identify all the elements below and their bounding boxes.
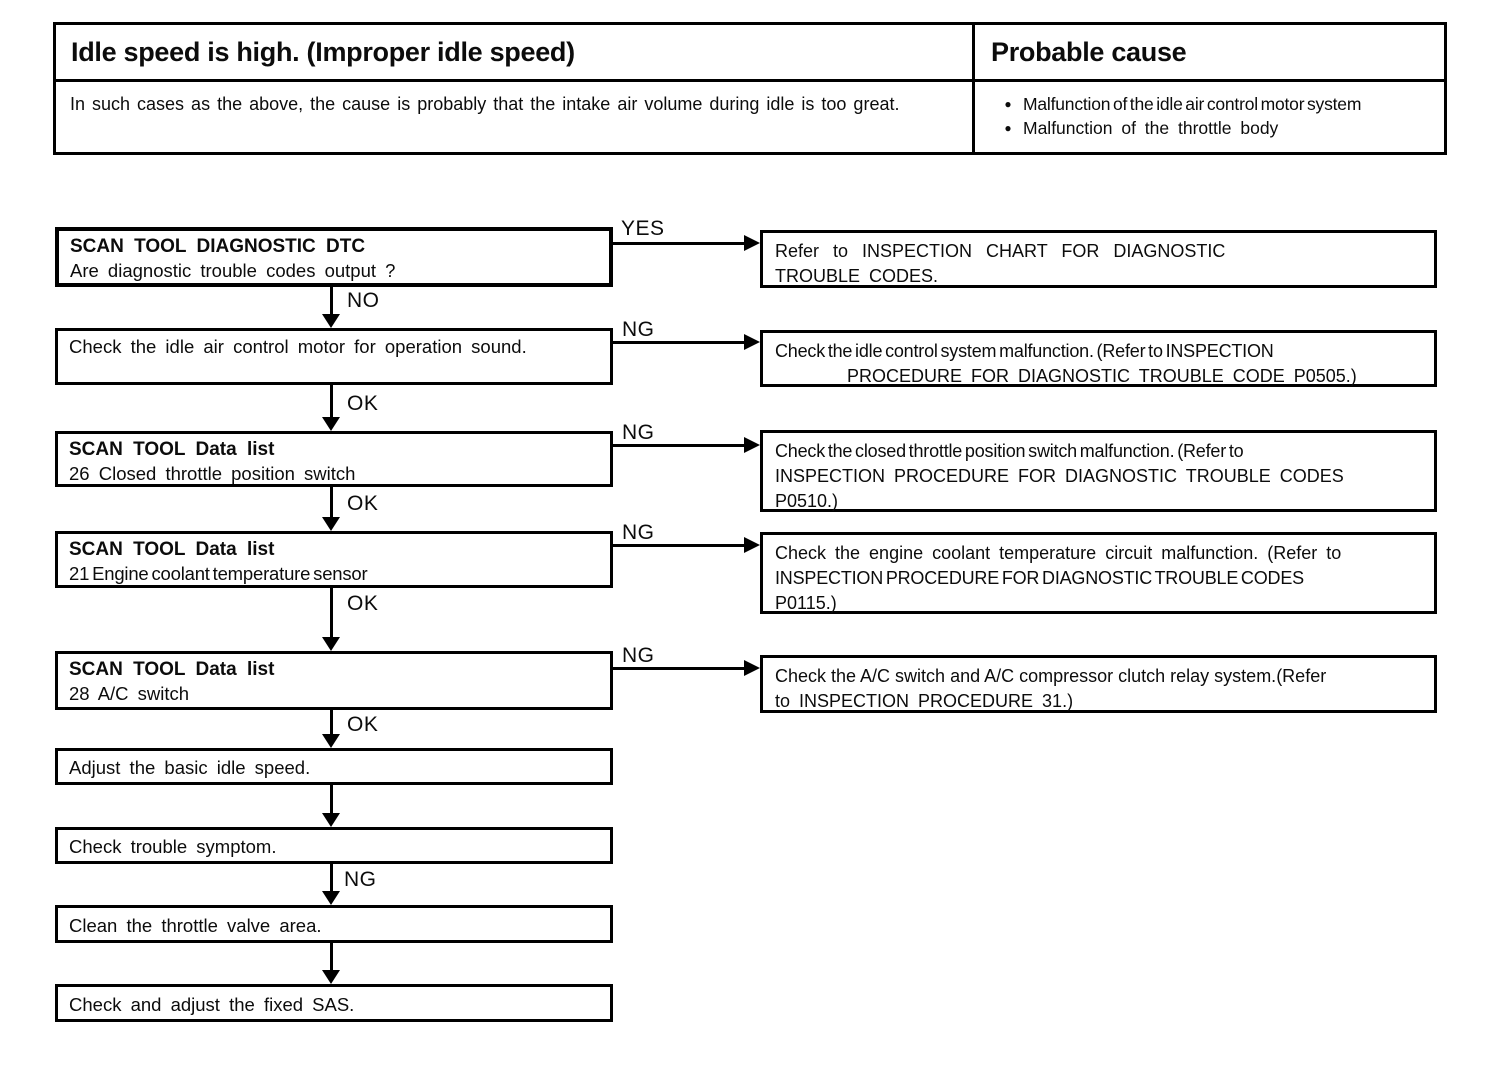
down-connector-line [330,287,333,316]
down-arrow-icon [322,517,340,531]
step-text: Adjust the basic idle speed. [69,757,311,778]
result-line: Check the A/C switch and A/C compressor … [775,666,1327,686]
step-text: Check trouble symptom. [69,836,277,857]
step-clean-throttle-valve: Clean the throttle valve area. [55,905,613,943]
symptom-description: In such cases as the above, the cause is… [56,82,975,152]
step-title: SCAN TOOL Data list [69,539,275,560]
down-arrow-icon [322,314,340,328]
down-connector-line [330,487,333,518]
result-line: INSPECTION PROCEDURE FOR DIAGNOSTIC TROU… [775,568,1304,588]
step-check-trouble-symptom: Check trouble symptom. [55,827,613,864]
branch-label-ok: OK [347,392,379,415]
step-text: Check the idle air control motor for ope… [69,336,527,357]
down-arrow-icon [322,891,340,905]
step-text: 21 Engine coolant temperature sensor [69,563,368,584]
step-title: SCAN TOOL DIAGNOSTIC DTC [70,236,366,257]
right-arrow-icon [744,235,760,251]
branch-label-ng: NG [344,868,377,891]
result-ac-switch-relay: Check the A/C switch and A/C compressor … [760,655,1437,713]
step-text: Clean the throttle valve area. [69,915,322,936]
branch-label-ok: OK [347,592,379,615]
probable-cause-heading: Probable cause [975,25,1444,82]
down-connector-line [330,710,333,735]
right-connector-line [613,242,746,245]
symptom-title: Idle speed is high. (Improper idle speed… [56,25,975,82]
step-text: Check and adjust the fixed SAS. [69,994,355,1015]
down-connector-line [330,864,333,892]
right-arrow-icon [744,334,760,350]
down-arrow-icon [322,734,340,748]
result-line: Check the closed throttle position switc… [775,441,1244,461]
result-line: TROUBLE CODES. [775,266,939,286]
probable-cause-text: Malfunction of the throttle body [1023,118,1279,138]
result-line: INSPECTION PROCEDURE FOR DIAGNOSTIC TROU… [775,466,1344,486]
branch-label-no: NO [347,289,380,312]
down-connector-line [330,385,333,418]
step-adjust-basic-idle-speed: Adjust the basic idle speed. [55,748,613,785]
result-coolant-temp-p0115: Check the engine coolant temperature cir… [760,532,1437,614]
right-arrow-icon [744,437,760,453]
right-connector-line [613,544,746,547]
result-line: P0510.) [775,491,839,511]
step-title: SCAN TOOL Data list [69,659,275,680]
down-connector-line [330,588,333,639]
step-data-list-28: SCAN TOOL Data list 28 A/C switch [55,651,613,710]
bullet-icon: ● [1004,97,1012,111]
right-connector-line [613,667,746,670]
probable-cause-list: ● Malfunction of the idle air control mo… [975,82,1444,152]
branch-label-yes: YES [621,217,665,240]
result-line: Check the engine coolant temperature cir… [775,543,1342,563]
branch-label-ok: OK [347,492,379,515]
right-connector-line [613,444,746,447]
down-arrow-icon [322,417,340,431]
probable-cause-text: Malfunction of the idle air control moto… [1023,94,1362,114]
step-text: 26 Closed throttle position switch [69,463,356,484]
step-check-iac-motor-sound: Check the idle air control motor for ope… [55,328,613,385]
branch-label-ok: OK [347,713,379,736]
step-title: SCAN TOOL Data list [69,439,275,460]
down-arrow-icon [322,813,340,827]
result-inspection-chart-dtc: Refer to INSPECTION CHART FOR DIAGNOSTIC… [760,230,1437,288]
probable-cause-item: ● Malfunction of the throttle body [983,116,1436,140]
result-line: Check the idle control system malfunctio… [775,341,1274,361]
right-arrow-icon [744,537,760,553]
down-arrow-icon [322,970,340,984]
result-line: PROCEDURE FOR DIAGNOSTIC TROUBLE CODE P0… [847,366,1357,386]
probable-cause-item: ● Malfunction of the idle air control mo… [983,92,1436,116]
result-line: Refer to INSPECTION CHART FOR DIAGNOSTIC [775,241,1226,261]
symptom-header-table: Idle speed is high. (Improper idle speed… [53,22,1447,155]
down-connector-line [330,943,333,971]
branch-label-ng: NG [622,318,655,341]
step-scan-tool-dtc: SCAN TOOL DIAGNOSTIC DTC Are diagnostic … [55,227,613,287]
branch-label-ng: NG [622,421,655,444]
bullet-icon: ● [1004,121,1012,135]
result-idle-control-p0505: Check the idle control system malfunctio… [760,330,1437,387]
right-connector-line [613,341,746,344]
down-arrow-icon [322,637,340,651]
step-check-adjust-fixed-sas: Check and adjust the fixed SAS. [55,984,613,1022]
result-closed-throttle-p0510: Check the closed throttle position switc… [760,430,1437,512]
step-text: Are diagnostic trouble codes output ? [70,260,396,281]
result-line: P0115.) [775,593,837,613]
step-data-list-21: SCAN TOOL Data list 21 Engine coolant te… [55,531,613,588]
step-text: 28 A/C switch [69,683,190,704]
right-arrow-icon [744,660,760,676]
result-line: to INSPECTION PROCEDURE 31.) [775,691,1074,711]
step-data-list-26: SCAN TOOL Data list 26 Closed throttle p… [55,431,613,487]
down-connector-line [330,785,333,814]
branch-label-ng: NG [622,521,655,544]
branch-label-ng: NG [622,644,655,667]
